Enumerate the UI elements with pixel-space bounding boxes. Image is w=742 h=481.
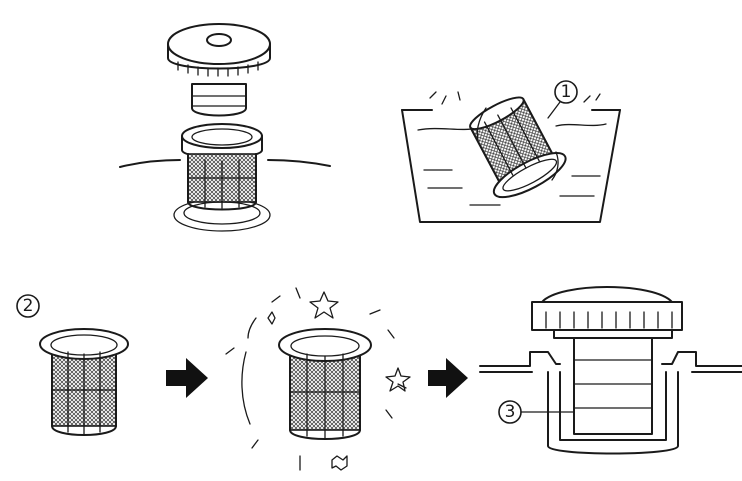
filter-basket-soaking [469, 96, 567, 199]
step-2-marker: 2 [16, 294, 40, 318]
panel-remove-filter [119, 23, 331, 232]
step-1-marker: 1 [547, 80, 578, 119]
surface-line-left [119, 159, 181, 168]
panel-removed-filter: 2 [16, 294, 129, 436]
step-3-label: 3 [505, 402, 516, 422]
scrub-motion-lines [225, 287, 407, 471]
star-icon [385, 367, 411, 392]
counter-right [661, 351, 742, 367]
panel-clean-filter [225, 287, 411, 471]
drain-body [547, 371, 679, 455]
motion-line [551, 151, 559, 181]
step-1-label: 1 [561, 82, 572, 102]
drain-stopper-cap [167, 23, 271, 117]
droplet-icon [267, 311, 276, 325]
filter-basket-removed [39, 328, 129, 436]
filter-basket-cleaning [278, 328, 372, 440]
right-arrow-icon [166, 358, 208, 398]
step-2-label: 2 [23, 296, 34, 316]
counter-left [479, 351, 561, 367]
surface-line-right [267, 159, 331, 167]
water-tub [401, 109, 621, 223]
right-arrow-icon [428, 358, 468, 398]
filter-basket-in-drain [181, 123, 263, 211]
step-3-marker: 3 [498, 400, 575, 424]
panel-reinstall-filter: 3 [479, 286, 742, 455]
filter-basket-installed [573, 333, 653, 435]
panel-soak-in-water: 1 [401, 80, 621, 223]
debris-icon [331, 455, 348, 471]
star-icon [309, 291, 339, 319]
drain-stopper-cap-installed [531, 286, 683, 339]
motion-line [476, 107, 487, 141]
